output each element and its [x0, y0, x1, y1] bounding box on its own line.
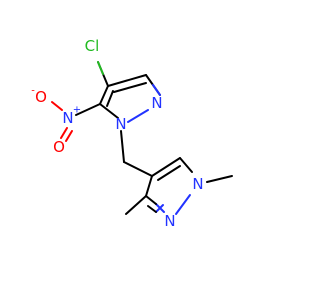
- bond-n1-ch2: [120, 130, 125, 163]
- bond-c5-n1prime: [179, 157, 193, 173]
- atom-nitro-nitrogen: N: [62, 109, 73, 127]
- bond-c4-cl-green: [97, 61, 104, 75]
- bond-c3-n2-n: [152, 84, 161, 96]
- bond-nitro-o-bottom-2: [65, 130, 73, 142]
- atom-nitro-oxygen-bottom: O: [53, 138, 65, 156]
- charge-nitro-plus: +: [73, 105, 81, 116]
- atom-ring2-n1: N: [192, 175, 203, 193]
- bond-c4-c3: [107, 74, 147, 87]
- bond-n1-methyl: [206, 175, 233, 183]
- bond-ch2-c4prime: [123, 161, 153, 177]
- bond-nitro-o-top: [51, 101, 63, 111]
- bond-c4-c5prime-inner: [157, 165, 181, 181]
- bond-n2-c3prime-inner: [155, 204, 164, 213]
- ring-dimethylpyrazole: [145, 157, 193, 215]
- atom-chlorine: Cl: [85, 37, 100, 55]
- bond-c5-c4-inner: [106, 90, 114, 107]
- bond-n1-c5: [99, 103, 119, 119]
- bond-n2-c3prime-inner-black: [147, 205, 157, 213]
- ring-nitropyrazole: [99, 74, 161, 123]
- atom-ring1-n2: N: [151, 94, 162, 112]
- bond-c3-methyl: [125, 195, 147, 215]
- charge-nitro-minus: -: [31, 86, 35, 97]
- atom-ring1-n1: N: [115, 115, 126, 133]
- bond-n2-n1: [127, 109, 149, 123]
- atom-ring2-n2: N: [164, 212, 175, 230]
- atom-nitro-oxygen-top: O: [35, 88, 47, 106]
- bond-c5-c4: [99, 85, 109, 105]
- bond-n1-n2prime: [175, 194, 191, 215]
- bond-n2-c3prime-black: [145, 195, 157, 205]
- bond-nitro-o-bottom: [60, 127, 68, 139]
- bond-c3-c4prime: [145, 175, 153, 197]
- molecule-structure-diagram: Cl N + O - O N N N N: [31, 37, 233, 230]
- bond-c4-c3-inner: [113, 82, 147, 93]
- bond-c4-c5prime: [151, 157, 181, 177]
- bond-c5-nitro: [75, 103, 101, 116]
